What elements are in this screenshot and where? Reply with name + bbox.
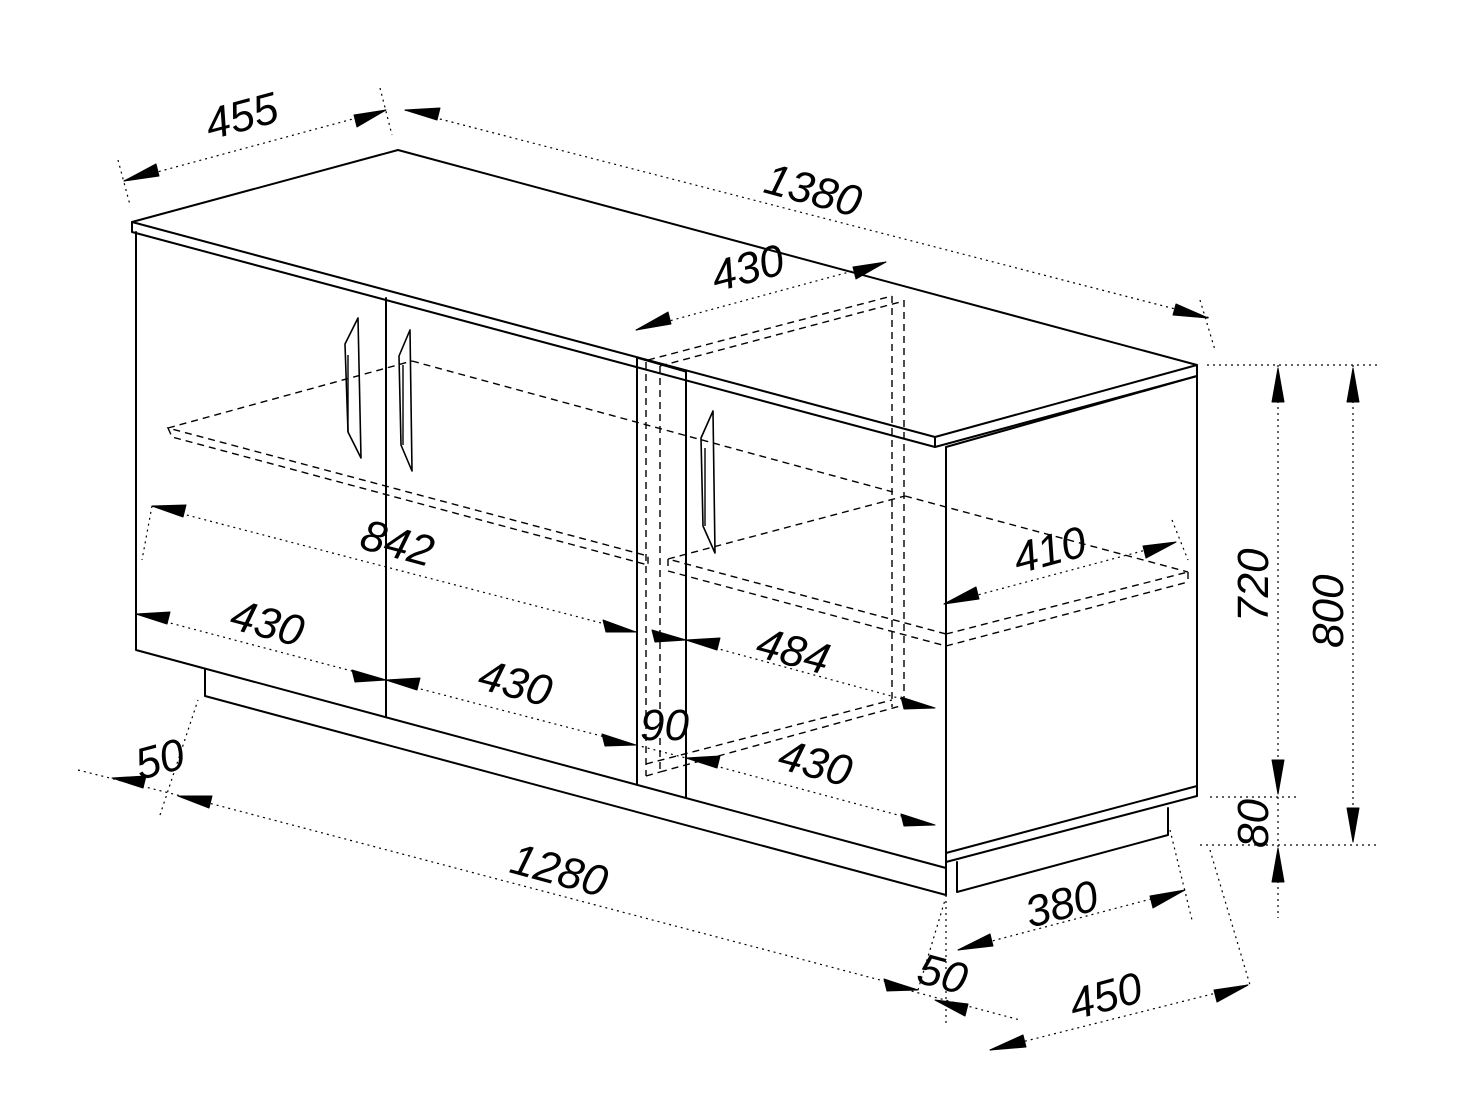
arrow-icon <box>852 261 887 280</box>
arrow-icon <box>1271 759 1285 795</box>
arrow-icon <box>1213 984 1249 1003</box>
arrow-icon <box>151 504 187 518</box>
dimension-labels: 455 1380 430 842 410 430 430 484 90 430 … <box>130 83 1353 1029</box>
arrow-icon <box>989 1034 1027 1051</box>
top-slab-top-face <box>131 149 1198 438</box>
dimension-arrows <box>111 107 1360 1051</box>
arrow-icon <box>1271 367 1285 403</box>
arrow-icon <box>351 669 387 683</box>
handle-icon <box>344 317 362 459</box>
arrow-icon <box>934 999 969 1017</box>
dim-label-total-height: 800 <box>1304 574 1353 648</box>
arrow-icon <box>635 311 672 331</box>
dim-label-side-depth: 380 <box>1020 871 1104 937</box>
handle-icon <box>398 329 413 472</box>
arrow-icon <box>177 795 213 809</box>
arrow-icon <box>601 733 637 747</box>
arrow-icon <box>957 933 994 951</box>
arrow-icon <box>353 109 387 128</box>
dim-label-total-width: 1380 <box>759 154 867 227</box>
arrow-icon <box>1346 367 1360 403</box>
plinth <box>204 668 947 896</box>
top-slab-front-edge <box>131 221 936 448</box>
arrow-icon <box>602 619 637 633</box>
shelf-left <box>166 426 649 566</box>
arrow-icon <box>685 637 721 651</box>
dim-label-door-width-1: 430 <box>225 590 309 656</box>
dim-label-plinth-offset-right: 50 <box>912 944 972 1004</box>
arrow-icon <box>1271 847 1285 883</box>
door-handles <box>344 317 716 554</box>
dim-label-compartment-width: 484 <box>751 618 835 684</box>
arrow-icon <box>1149 889 1186 909</box>
dim-label-inner-width: 842 <box>355 510 439 576</box>
dim-label-shelf-width-top: 430 <box>706 235 790 301</box>
plinth-side <box>956 807 1169 893</box>
dim-label-divider: 90 <box>640 701 689 750</box>
dim-label-shelf-depth: 410 <box>1008 517 1092 583</box>
front-carcass <box>135 231 947 869</box>
arrow-icon <box>943 586 980 605</box>
arrow-icon <box>685 755 721 769</box>
cabinet-outline <box>131 149 1198 896</box>
arrow-icon <box>1142 541 1177 559</box>
dim-label-plinth-height: 80 <box>1229 799 1278 848</box>
arrow-icon <box>900 696 936 710</box>
dimension-lines <box>77 87 1380 1051</box>
arrow-icon <box>111 775 147 789</box>
side-panel <box>945 375 1198 854</box>
dim-label-top-depth: 455 <box>200 83 284 149</box>
arrow-icon <box>404 107 441 121</box>
top-slab-side-edge <box>934 364 1198 448</box>
dim-label-door-width-2: 430 <box>473 650 557 716</box>
arrow-icon <box>651 629 687 643</box>
arrow-icon <box>135 611 171 625</box>
handle-icon <box>700 410 716 554</box>
side-bottom-rail <box>945 795 1198 863</box>
dim-label-total-depth: 450 <box>1064 963 1148 1029</box>
dim-label-body-height: 720 <box>1229 548 1278 622</box>
arrow-icon <box>385 677 421 691</box>
arrow-icon <box>883 978 919 992</box>
dim-label-plinth-width: 1280 <box>505 834 613 907</box>
dim-label-door-width-3: 430 <box>773 730 857 796</box>
arrow-icon <box>123 163 160 182</box>
arrow-icon <box>900 813 936 827</box>
arrow-icon <box>1346 807 1360 843</box>
arrow-icon <box>1172 303 1209 319</box>
